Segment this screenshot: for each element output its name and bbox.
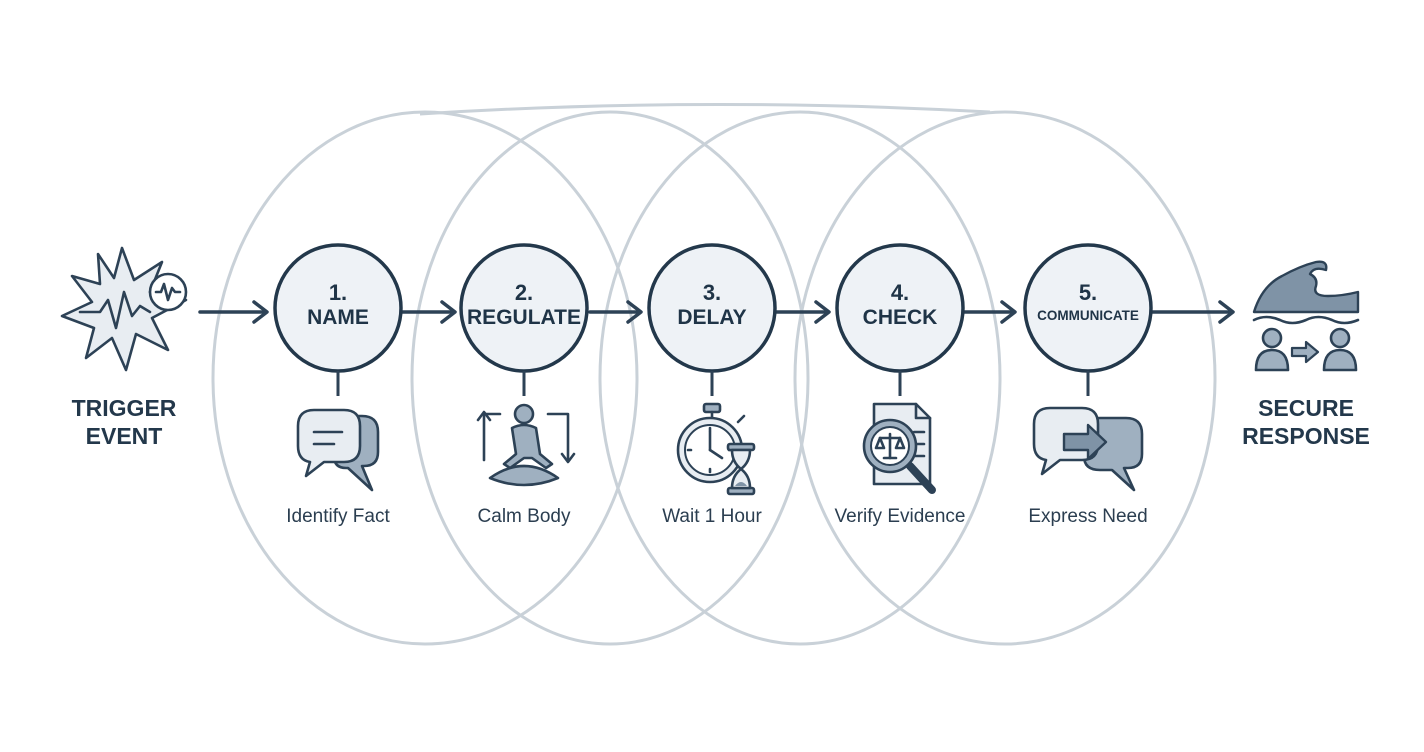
step-title-3: DELAY bbox=[677, 306, 746, 329]
step-caption-4: Verify Evidence bbox=[835, 506, 966, 527]
step-title-1: NAME bbox=[307, 306, 369, 329]
flow-arrows bbox=[198, 300, 1235, 324]
background-rings bbox=[211, 102, 1217, 646]
step-number-5: 5. bbox=[1079, 280, 1097, 305]
meditation-icon bbox=[476, 403, 576, 487]
flow-arrow-trigger bbox=[198, 300, 269, 324]
step-number-2: 2. bbox=[515, 280, 533, 305]
step-title-5: COMMUNICATE bbox=[1037, 308, 1139, 323]
secure-label-line-1: SECURE bbox=[1258, 395, 1354, 421]
step-caption-2: Calm Body bbox=[478, 506, 571, 527]
background-ring-3 bbox=[598, 110, 1002, 646]
speech-bubbles-icon bbox=[296, 408, 380, 492]
step-4: 4. CHECK Verify Evidence bbox=[835, 243, 966, 527]
background-ring-1 bbox=[211, 110, 639, 646]
step-2: 2. REGULATE Calm Body bbox=[459, 243, 589, 527]
flow-arrow-1 bbox=[400, 300, 457, 324]
secure-response: SECURE RESPONSE bbox=[1242, 260, 1370, 449]
burst-pulse-icon bbox=[60, 246, 188, 372]
step-number-1: 1. bbox=[329, 280, 347, 305]
step-title-2: REGULATE bbox=[467, 306, 581, 329]
trigger-label-line-2: EVENT bbox=[86, 423, 163, 449]
wave-exchange-icon bbox=[1252, 260, 1360, 372]
flow-arrow-2 bbox=[588, 300, 643, 324]
step-caption-5: Express Need bbox=[1028, 506, 1147, 527]
message-arrow-icon bbox=[1032, 406, 1144, 492]
step-number-4: 4. bbox=[891, 280, 909, 305]
step-3: 3. DELAY Wait 1 Hour bbox=[647, 243, 777, 527]
stopwatch-hourglass-icon bbox=[676, 402, 756, 496]
trigger-event: TRIGGER EVENT bbox=[60, 246, 188, 449]
background-ring-2 bbox=[410, 110, 810, 646]
step-caption-3: Wait 1 Hour bbox=[662, 506, 762, 527]
step-caption-1: Identify Fact bbox=[286, 506, 390, 527]
magnifier-scale-icon bbox=[862, 402, 936, 494]
flow-arrow-4 bbox=[962, 300, 1017, 324]
flow-arrow-3 bbox=[774, 300, 831, 324]
step-number-3: 3. bbox=[703, 280, 721, 305]
step-5: 5. COMMUNICATE Express Need bbox=[1023, 243, 1153, 527]
step-1: 1. NAME Identify Fact bbox=[273, 243, 403, 527]
background-ring-4 bbox=[793, 110, 1217, 646]
flow-arrow-5 bbox=[1150, 300, 1235, 324]
background-ring-top-arc bbox=[419, 102, 991, 116]
trigger-label-line-1: TRIGGER bbox=[72, 395, 177, 421]
secure-label-line-2: RESPONSE bbox=[1242, 423, 1370, 449]
step-title-4: CHECK bbox=[863, 306, 938, 329]
